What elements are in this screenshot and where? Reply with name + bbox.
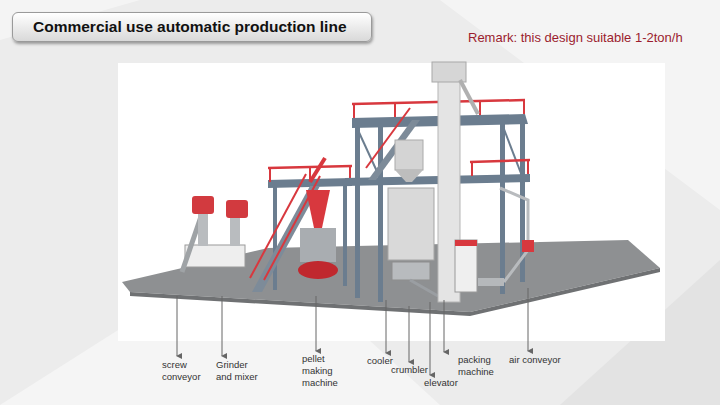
brace [502,124,522,176]
column [355,120,360,298]
railing-post [471,162,473,176]
feed-conveyor [310,158,325,182]
part-label: screw conveyor [162,359,207,383]
part-label: crumbler [391,364,441,376]
air-conveyor [500,188,528,282]
title: Commercial use automatic production line [33,18,347,36]
part-label: Grinder and mixer [216,359,264,383]
pellet-machine [300,228,336,262]
feeder [306,190,330,228]
railing-post [269,168,271,182]
air-blower [522,240,534,252]
leader-line [316,296,317,351]
leader-line [430,302,431,375]
part-label: elevator [424,377,474,389]
packing-conveyor [478,278,504,286]
elevator-head [432,62,466,82]
leader-line [409,306,410,362]
packing-machine [455,240,477,292]
remark: Remark: this design suitable 1-2ton/h [468,30,708,46]
image-panel [118,63,665,341]
part-label: pellet making machine [302,353,346,389]
leader-line [528,288,529,351]
railing-post [527,160,529,174]
part-label: packing machine [458,354,503,378]
grinder [192,196,214,214]
packing-machine-top [455,240,477,246]
mixer [185,245,245,267]
bin-hopper [395,170,423,182]
elevator-spout [460,80,478,114]
pellet-motor [298,261,338,279]
bin [395,140,423,170]
part-label: air conveyor [509,354,589,366]
railing-post [353,104,355,118]
railing-post [394,103,396,117]
railing-post [523,100,525,114]
grinder-body [198,214,208,246]
leader-line [177,296,178,356]
leader-line [222,296,223,356]
leader-line [386,300,387,353]
column [343,182,347,286]
grinder [226,200,248,218]
grinder-body [230,218,240,246]
railing [470,160,530,162]
leader-line [444,300,445,352]
stair-handrail [250,174,306,278]
cooler [388,188,434,260]
pipe [410,280,438,296]
crumbler [392,262,430,280]
title-box: Commercial use automatic production line [12,12,372,42]
column [378,126,383,302]
column [500,118,505,294]
